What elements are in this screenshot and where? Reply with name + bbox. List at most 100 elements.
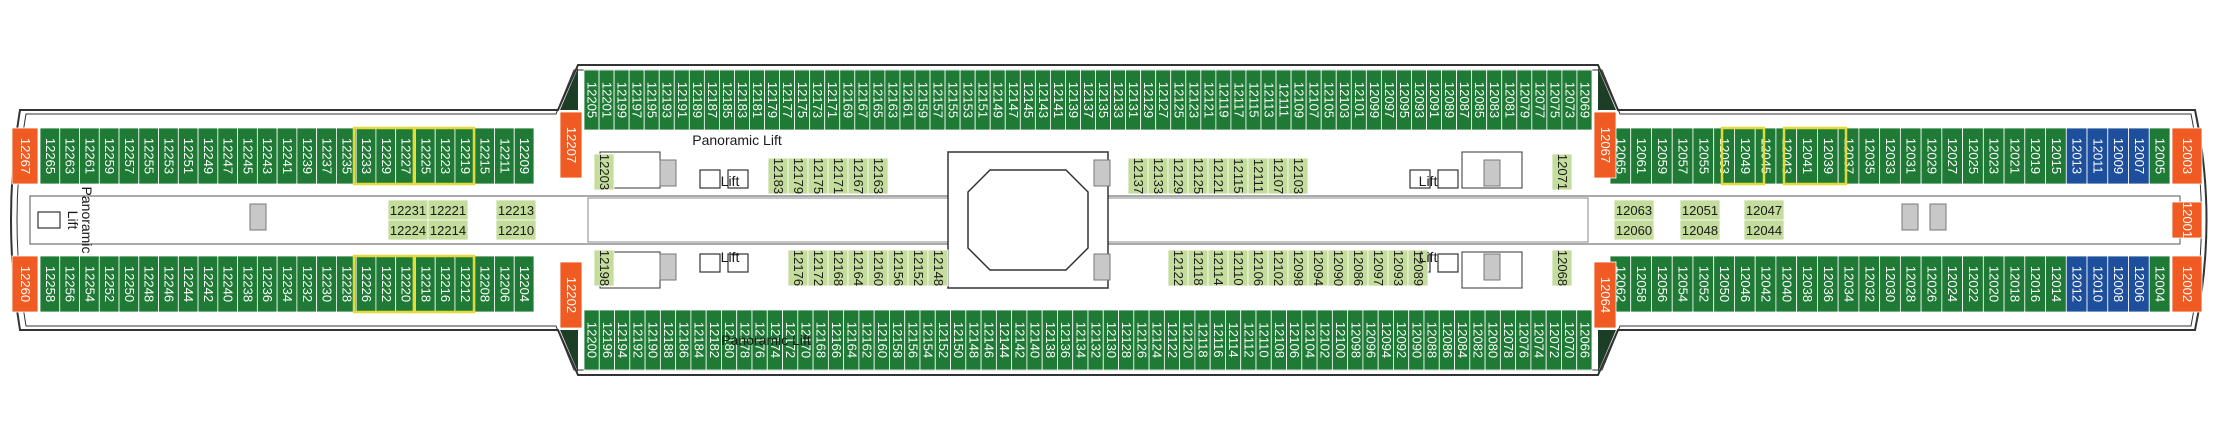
cabin-bottom: 12154 xyxy=(919,309,936,371)
cabin-number: 12216 xyxy=(438,266,453,302)
cabin-top: 12105 xyxy=(1320,69,1337,131)
cabin-fwd-upper: 12013 xyxy=(2065,127,2088,185)
cabin-number: 12249 xyxy=(201,138,216,174)
cabin-interior-horizontal: 12063 xyxy=(1613,199,1655,221)
cabin-number: 12129 xyxy=(1141,82,1156,118)
cabin-fwd-upper: 12039 xyxy=(1817,127,1839,185)
cabin-top: 12159 xyxy=(914,69,931,131)
cabin-top: 12077 xyxy=(1531,69,1547,131)
cabin-number: 12180 xyxy=(722,322,737,358)
cabin-number: 12115 xyxy=(1231,158,1246,193)
cabin-number: 12183 xyxy=(735,82,750,118)
cabin-number: 12064 xyxy=(1598,277,1613,313)
cabin-top: 12173 xyxy=(809,69,825,131)
cabin-bottom: 12144 xyxy=(995,309,1013,371)
cabin-fwd-lower: 12046 xyxy=(1734,255,1756,313)
cabin-bottom: 12098 xyxy=(1347,309,1364,371)
cabin-number: 12139 xyxy=(1066,82,1081,118)
cabin-number: 12019 xyxy=(2028,138,2043,174)
cabin-number: 12179 xyxy=(765,82,780,118)
cabin-number: 12089 xyxy=(1442,82,1457,118)
cabin-interior: 12118 xyxy=(1187,249,1209,287)
cabin-aft-upper: 12237 xyxy=(316,127,337,185)
cabin-number: 12066 xyxy=(1577,322,1592,358)
cabin-top: 12147 xyxy=(1004,69,1021,131)
cabin-number: 12055 xyxy=(1696,138,1711,174)
cabin-orange: 12202 xyxy=(559,261,583,329)
cabin-number: 12097 xyxy=(1371,250,1386,286)
cabin-interior: 12090 xyxy=(1327,249,1349,287)
cabin-top: 12195 xyxy=(643,69,660,131)
cabin-number: 12150 xyxy=(951,322,966,358)
cabin-aft-lower: 12222 xyxy=(375,255,397,313)
cabin-number: 12257 xyxy=(122,138,137,174)
cabin-top: 12093 xyxy=(1411,69,1427,131)
cabin-interior: 12137 xyxy=(1127,157,1149,195)
cabin-number: 12108 xyxy=(1272,322,1287,358)
cabin-number: 12127 xyxy=(1156,82,1171,118)
cabin-top: 12145 xyxy=(1019,69,1036,131)
cabin-group-highlight xyxy=(1720,126,1766,186)
cabin-fwd-lower: 12020 xyxy=(1982,255,2005,313)
cabin-aft-lower: 12208 xyxy=(474,255,495,313)
cabin-number: 12228 xyxy=(339,266,354,302)
lift-shaft xyxy=(727,169,749,189)
cabin-number: 12218 xyxy=(418,266,433,302)
cabin-number: 12235 xyxy=(339,138,354,174)
cabin-number: 12111 xyxy=(1251,159,1266,193)
cabin-fwd-lower: 12016 xyxy=(2024,255,2046,313)
cabin-number: 12042 xyxy=(1759,266,1774,302)
cabin-number: 12231 xyxy=(390,203,426,218)
lift-shaft xyxy=(699,253,721,273)
cabin-top: 12125 xyxy=(1170,69,1186,131)
cabin-bottom: 12104 xyxy=(1301,309,1318,371)
cabin-number: 12199 xyxy=(615,82,630,118)
cabin-number: 12189 xyxy=(690,82,705,118)
cabin-bottom: 12128 xyxy=(1118,309,1135,371)
cabin-number: 12137 xyxy=(1081,82,1096,118)
cabin-number: 12204 xyxy=(517,266,532,302)
cabin-bottom: 12136 xyxy=(1057,309,1074,371)
cabin-number: 12115 xyxy=(1246,82,1261,117)
cabin-orange: 12003 xyxy=(2171,127,2203,185)
cabin-number: 12088 xyxy=(1425,322,1440,358)
cabin-top: 12189 xyxy=(688,69,705,131)
cabin-number: 12096 xyxy=(1364,322,1379,358)
lift-shaft xyxy=(727,253,749,273)
cabin-box xyxy=(1613,219,1655,241)
cabin-aft-lower: 12204 xyxy=(513,255,535,313)
cabin-bottom: 12148 xyxy=(965,309,982,371)
cabin-number: 12070 xyxy=(1562,322,1577,358)
cabin-number: 12118 xyxy=(1196,322,1211,357)
cabin-number: 12188 xyxy=(661,322,676,358)
cabin-number: 12195 xyxy=(645,82,660,118)
cabin-top: 12095 xyxy=(1396,69,1412,131)
cabin-number: 12018 xyxy=(2007,266,2022,302)
cabin-number: 12003 xyxy=(2180,138,2195,174)
cabin-interior: 12094 xyxy=(1307,249,1329,287)
cabin-top: 12113 xyxy=(1260,69,1277,131)
cabin-number: 12023 xyxy=(1987,138,2002,174)
cabin-number: 12037 xyxy=(1842,138,1857,174)
cabin-top: 12075 xyxy=(1546,69,1562,131)
cabin-number: 12163 xyxy=(885,82,900,118)
cabin-number: 12052 xyxy=(1696,266,1711,302)
cabin-top: 12161 xyxy=(899,69,915,131)
cabin-interior: 12176 xyxy=(787,249,809,287)
cabin-box xyxy=(2171,255,2203,313)
cabin-box xyxy=(927,249,949,287)
cabin-number: 12197 xyxy=(630,82,645,118)
cabin-bottom: 12182 xyxy=(705,309,722,371)
cabin-bottom: 12174 xyxy=(766,309,783,371)
cabin-number: 12005 xyxy=(2153,138,2168,174)
cabin-top: 12079 xyxy=(1516,69,1532,131)
cabin-number: 12111 xyxy=(1277,83,1292,117)
cabin-fwd-upper: 12037 xyxy=(1837,127,1860,185)
cabin-bottom: 12130 xyxy=(1102,309,1119,371)
cabin-number: 12240 xyxy=(221,266,236,302)
cabin-bottom: 12176 xyxy=(751,309,768,371)
cabin-number: 12237 xyxy=(320,138,335,174)
cabin-number: 12021 xyxy=(2007,138,2022,174)
cabin-number: 12261 xyxy=(82,138,97,174)
cabin-top: 12193 xyxy=(658,69,675,131)
